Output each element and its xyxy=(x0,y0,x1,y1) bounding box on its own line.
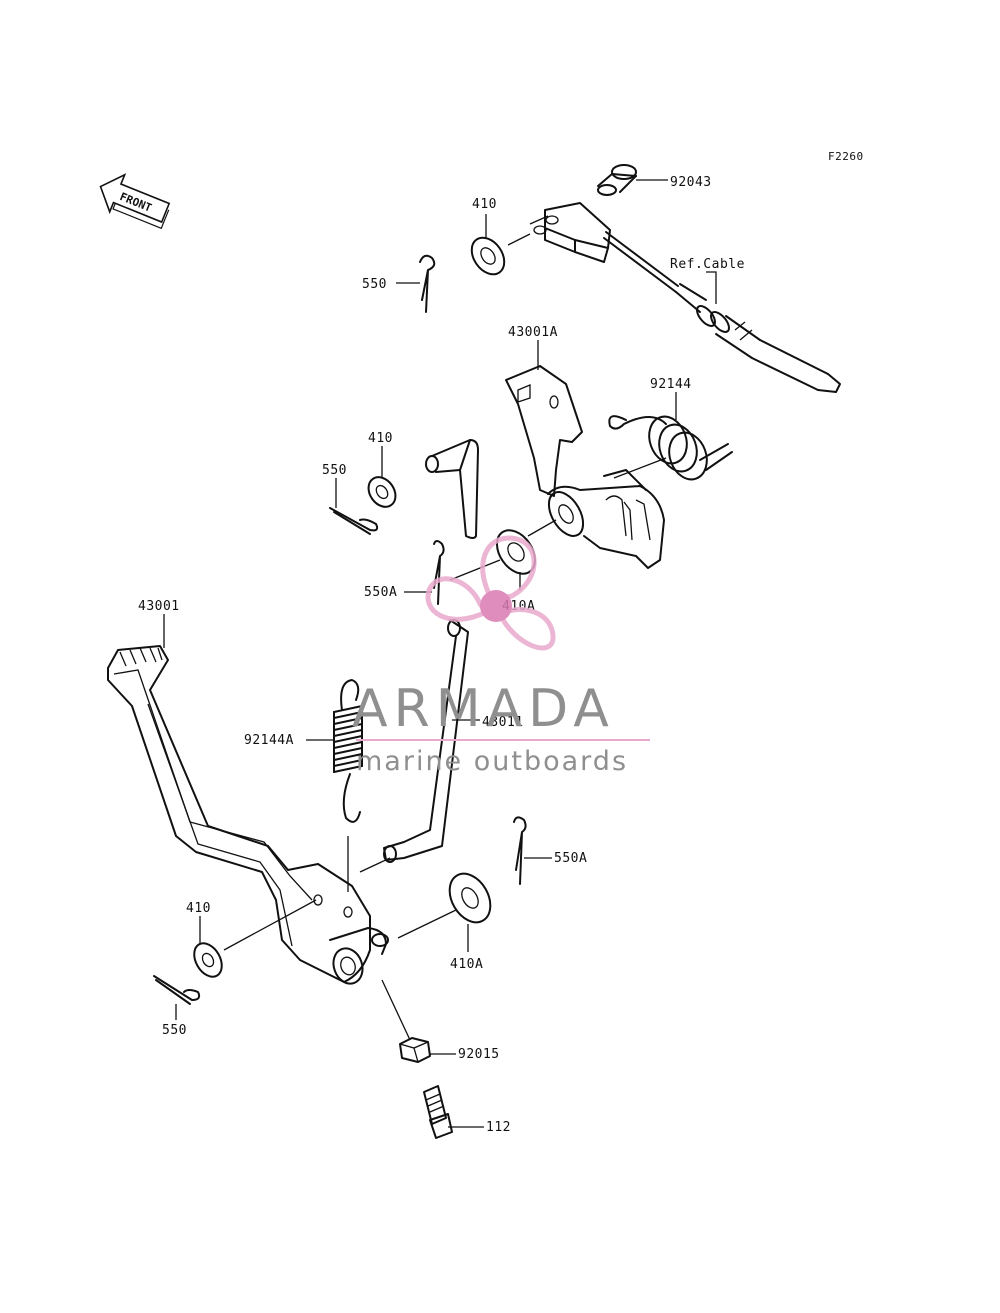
watermark-tagline: marine outboards xyxy=(356,746,628,777)
callout-43001A: 43001A xyxy=(508,325,558,340)
callout-92144: 92144 xyxy=(650,377,692,392)
cotter-pin-550-mid xyxy=(329,507,379,535)
cotter-pin-550-top xyxy=(419,254,436,313)
brake-cable xyxy=(603,231,841,393)
cotter-pin-550A-mid xyxy=(433,540,445,605)
callout-410-top: 410 xyxy=(472,197,497,212)
callout-410A-low: 410A xyxy=(450,957,483,972)
callout-550A-right: 550A xyxy=(554,851,587,866)
callout-410-mid: 410 xyxy=(368,431,393,446)
callout-550-mid: 550 xyxy=(322,463,347,478)
washer-410A-low xyxy=(448,872,492,924)
callout-43001: 43001 xyxy=(138,599,180,614)
washer-410-top xyxy=(470,236,506,276)
callout-550-top: 550 xyxy=(362,277,387,292)
washer-410-low xyxy=(193,942,223,978)
front-arrow-icon: FRONT xyxy=(99,173,171,230)
cotter-pin-550A-right xyxy=(513,816,527,885)
callout-ref-cable: Ref.Cable xyxy=(670,257,745,272)
rod-bend xyxy=(425,439,479,539)
washer-410-mid xyxy=(367,476,397,508)
brake-arm-43001A xyxy=(505,365,665,569)
bolt-112 xyxy=(423,1085,453,1139)
callout-112: 112 xyxy=(486,1120,511,1135)
callout-92043: 92043 xyxy=(670,175,712,190)
cable-clevis xyxy=(529,202,611,263)
brake-pedal-43001 xyxy=(107,645,389,985)
armada-watermark: ARMADA marine outboards xyxy=(352,535,650,777)
propeller-logo-icon xyxy=(425,535,556,651)
callout-92144A: 92144A xyxy=(244,733,294,748)
cotter-pin-550-low xyxy=(153,975,201,1005)
callout-92015: 92015 xyxy=(458,1047,500,1062)
spring-92144A xyxy=(333,679,363,823)
nut-92015 xyxy=(399,1037,431,1063)
washer-410A-mid xyxy=(495,529,537,575)
spring-92144 xyxy=(608,415,733,481)
clevis-pin-92043 xyxy=(597,164,637,196)
callout-43011: 43011 xyxy=(482,715,524,730)
callout-550-low: 550 xyxy=(162,1023,187,1038)
callout-550A-mid: 550A xyxy=(364,585,397,600)
figure-code: F2260 xyxy=(828,150,864,163)
watermark-brand: ARMADA xyxy=(352,679,615,739)
callout-410-low: 410 xyxy=(186,901,211,916)
